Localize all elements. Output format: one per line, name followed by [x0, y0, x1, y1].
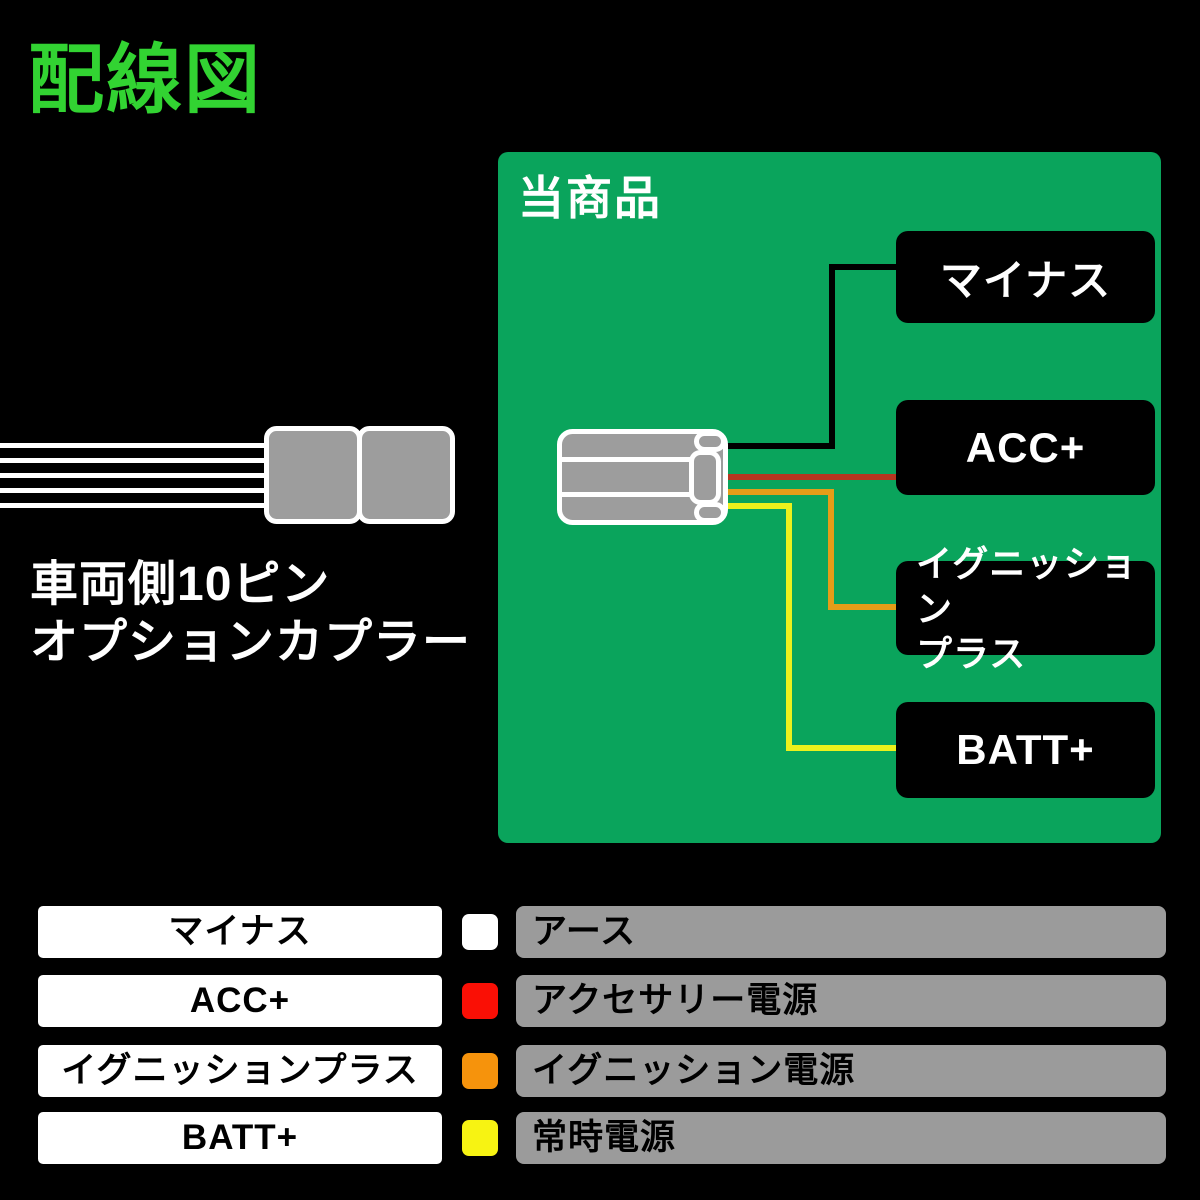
- terminal-batt: BATT+: [896, 702, 1155, 798]
- product-panel-label: 当商品: [518, 172, 662, 224]
- legend-meaning: アクセサリー電源: [516, 975, 1166, 1027]
- page-title: 配線図: [28, 38, 262, 123]
- legend-row-batt: BATT+ 常時電源: [0, 1112, 1200, 1164]
- legend-name: ACC+: [38, 975, 442, 1027]
- wire-minus: [722, 264, 897, 449]
- terminal-acc: ACC+: [896, 400, 1155, 495]
- terminal-minus: マイナス: [896, 231, 1155, 323]
- legend-row-ignition: イグニッションプラス イグニッション電源: [0, 1045, 1200, 1097]
- legend-row-minus: マイナス アース: [0, 906, 1200, 958]
- wire-batt: [722, 503, 897, 751]
- vehicle-label-line1: 車両側10ピン: [30, 558, 331, 611]
- orange-wire-swatch: [462, 1053, 498, 1089]
- wire-ignition: [722, 489, 897, 610]
- terminal-ignition: イグニッション プラス: [896, 543, 1155, 674]
- legend-name: イグニッションプラス: [38, 1045, 442, 1097]
- vehicle-label-line2: オプションカプラー: [30, 615, 472, 669]
- legend-name: マイナス: [38, 906, 442, 958]
- vehicle-connector-icon: [264, 426, 455, 524]
- legend-meaning: アース: [516, 906, 1166, 958]
- legend-meaning: イグニッション電源: [516, 1045, 1166, 1097]
- red-wire-swatch: [462, 983, 498, 1019]
- product-connector-icon: [557, 429, 728, 525]
- legend-name: BATT+: [38, 1112, 442, 1164]
- vehicle-connector-label: 車両側10ピン オプションカプラー: [30, 556, 471, 671]
- white-wire-swatch: [462, 914, 498, 950]
- legend-meaning: 常時電源: [516, 1112, 1166, 1164]
- vehicle-wires: [0, 443, 270, 508]
- legend-row-acc: ACC+ アクセサリー電源: [0, 975, 1200, 1027]
- yellow-wire-swatch: [462, 1120, 498, 1156]
